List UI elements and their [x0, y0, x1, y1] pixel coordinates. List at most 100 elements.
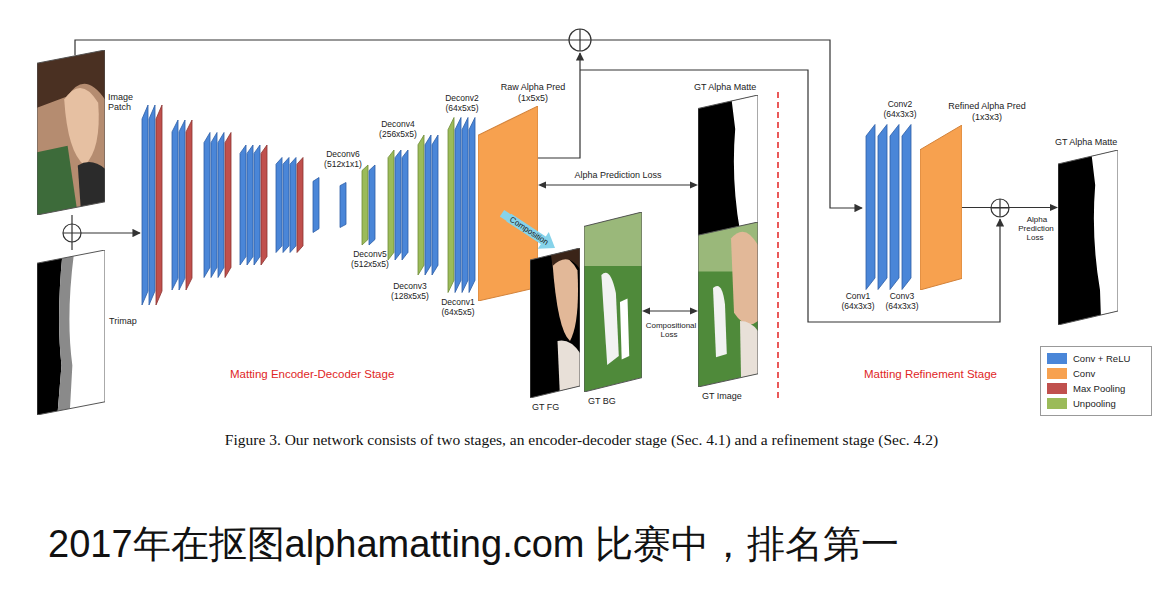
trimap-image: Trimap — [37, 250, 105, 415]
picture-outline — [698, 222, 758, 387]
arrow-head — [538, 181, 546, 188]
gt-bg-image: GT BG — [584, 212, 642, 392]
layer-slab — [432, 135, 438, 275]
legend-text: Max Pooling — [1073, 383, 1125, 394]
layer-slab — [469, 118, 475, 293]
layer-slab — [149, 105, 155, 305]
loss-arrow — [642, 308, 698, 315]
label-text: Deconv6 (512x1x1) — [324, 149, 362, 169]
layer-slab — [448, 118, 454, 293]
picture-outline — [584, 212, 642, 392]
node-label: Refined Alpha Pred (1x3x3) — [948, 101, 1026, 121]
node-label: Trimap — [109, 316, 137, 326]
picture-ground — [920, 125, 962, 290]
figure-caption: Figure 3. Our network consists of two st… — [225, 431, 938, 448]
picture-shape — [731, 232, 758, 325]
encoder-input-line — [81, 232, 140, 233]
node-label: GT FG — [532, 402, 559, 412]
input-line — [71, 242, 72, 250]
layer-slab — [261, 145, 267, 265]
layer-slab — [362, 165, 368, 245]
layer-slab — [283, 158, 289, 253]
picture-ground — [37, 250, 105, 415]
layer-slab — [172, 120, 178, 290]
edge-label-wrap: Compositional Loss — [644, 321, 697, 339]
node-label-wrap: GT Alpha Matte — [1055, 137, 1117, 147]
raw-output-line — [538, 53, 580, 158]
sum-circle — [63, 224, 81, 242]
legend-row: Max Pooling — [1047, 381, 1145, 396]
layer-label: Deconv5 (512x5x5) — [351, 250, 389, 270]
sum-circle — [569, 29, 591, 51]
legend-swatch — [1047, 383, 1067, 394]
picture-ground — [37, 50, 105, 215]
connector-line — [545, 184, 691, 185]
picture-shape — [558, 341, 581, 399]
node-label: GT BG — [588, 396, 616, 406]
label-text: Deconv1 (64x5x5) — [441, 297, 475, 317]
picture-shape — [553, 257, 579, 341]
layer-slab — [878, 125, 887, 290]
picture-shape — [601, 273, 618, 365]
layer-slab — [211, 133, 217, 278]
layer-slab — [866, 125, 875, 290]
picture-ground — [478, 106, 538, 301]
refine-skip-line — [580, 70, 1000, 322]
layer-slab — [313, 178, 319, 233]
layer-label: Conv3 (64x3x3) — [885, 292, 918, 312]
picture-ground — [698, 222, 758, 387]
input-line — [71, 215, 72, 224]
arrow-head — [690, 181, 698, 188]
picture-ground — [584, 212, 642, 392]
layer-slab — [204, 133, 210, 278]
layer-slab — [340, 183, 346, 228]
legend-row: Conv — [1047, 366, 1145, 381]
label-text: 2017年在抠图alphamatting.com 比赛中，排名第一 — [48, 523, 899, 565]
layer-label: Deconv3 (128x5x5) — [391, 282, 429, 302]
layer-slab — [902, 125, 911, 290]
legend-text: Conv — [1073, 368, 1095, 379]
layer-label: Deconv4 (256x5x5) — [379, 120, 417, 140]
edge-label-wrap: Alpha Prediction Loss — [1017, 215, 1055, 243]
layer-slab — [455, 118, 461, 293]
label-text: Conv3 (64x3x3) — [885, 291, 918, 311]
legend-row: Conv + ReLU — [1047, 351, 1145, 366]
layer-slab — [425, 135, 431, 275]
loss-arrow — [538, 181, 698, 188]
layer-slab — [225, 133, 231, 278]
picture-detail — [37, 50, 105, 215]
gt-alpha-matte: GT Alpha Matte — [1058, 150, 1118, 325]
picture — [530, 248, 580, 398]
layer-slab — [218, 133, 224, 278]
layer-label: Conv1 (64x3x3) — [841, 292, 874, 312]
connector-line — [962, 207, 1051, 208]
composition-arrow — [502, 213, 555, 248]
picture — [920, 125, 962, 290]
legend-swatch — [1047, 368, 1067, 379]
node-label: Image Patch — [108, 92, 133, 112]
legend-text: Conv + ReLU — [1073, 353, 1130, 364]
node-label: GT Alpha Matte — [1055, 137, 1117, 147]
picture-detail — [698, 222, 758, 387]
node-label-wrap: GT Alpha Matte — [694, 82, 756, 92]
picture — [478, 106, 538, 301]
stage-divider — [777, 92, 779, 400]
legend-swatch — [1047, 353, 1067, 364]
legend-swatch — [1047, 398, 1067, 409]
layer-slab — [395, 150, 401, 260]
picture-outline — [37, 250, 105, 415]
node-label-wrap: Image Patch — [108, 92, 133, 113]
layer-slab — [369, 165, 375, 245]
label-text: Deconv4 (256x5x5) — [379, 119, 417, 139]
layer-label: Deconv6 (512x1x1) — [324, 150, 362, 170]
gt-fg-image: GT FG — [530, 248, 580, 398]
arrow-head — [690, 308, 698, 315]
picture-shape — [64, 88, 99, 166]
picture-shape — [620, 298, 629, 359]
picture-ground — [1058, 150, 1118, 325]
node-label: GT Image — [702, 391, 742, 401]
edge-label: Compositional Loss — [644, 321, 697, 339]
picture-shape — [78, 162, 105, 215]
